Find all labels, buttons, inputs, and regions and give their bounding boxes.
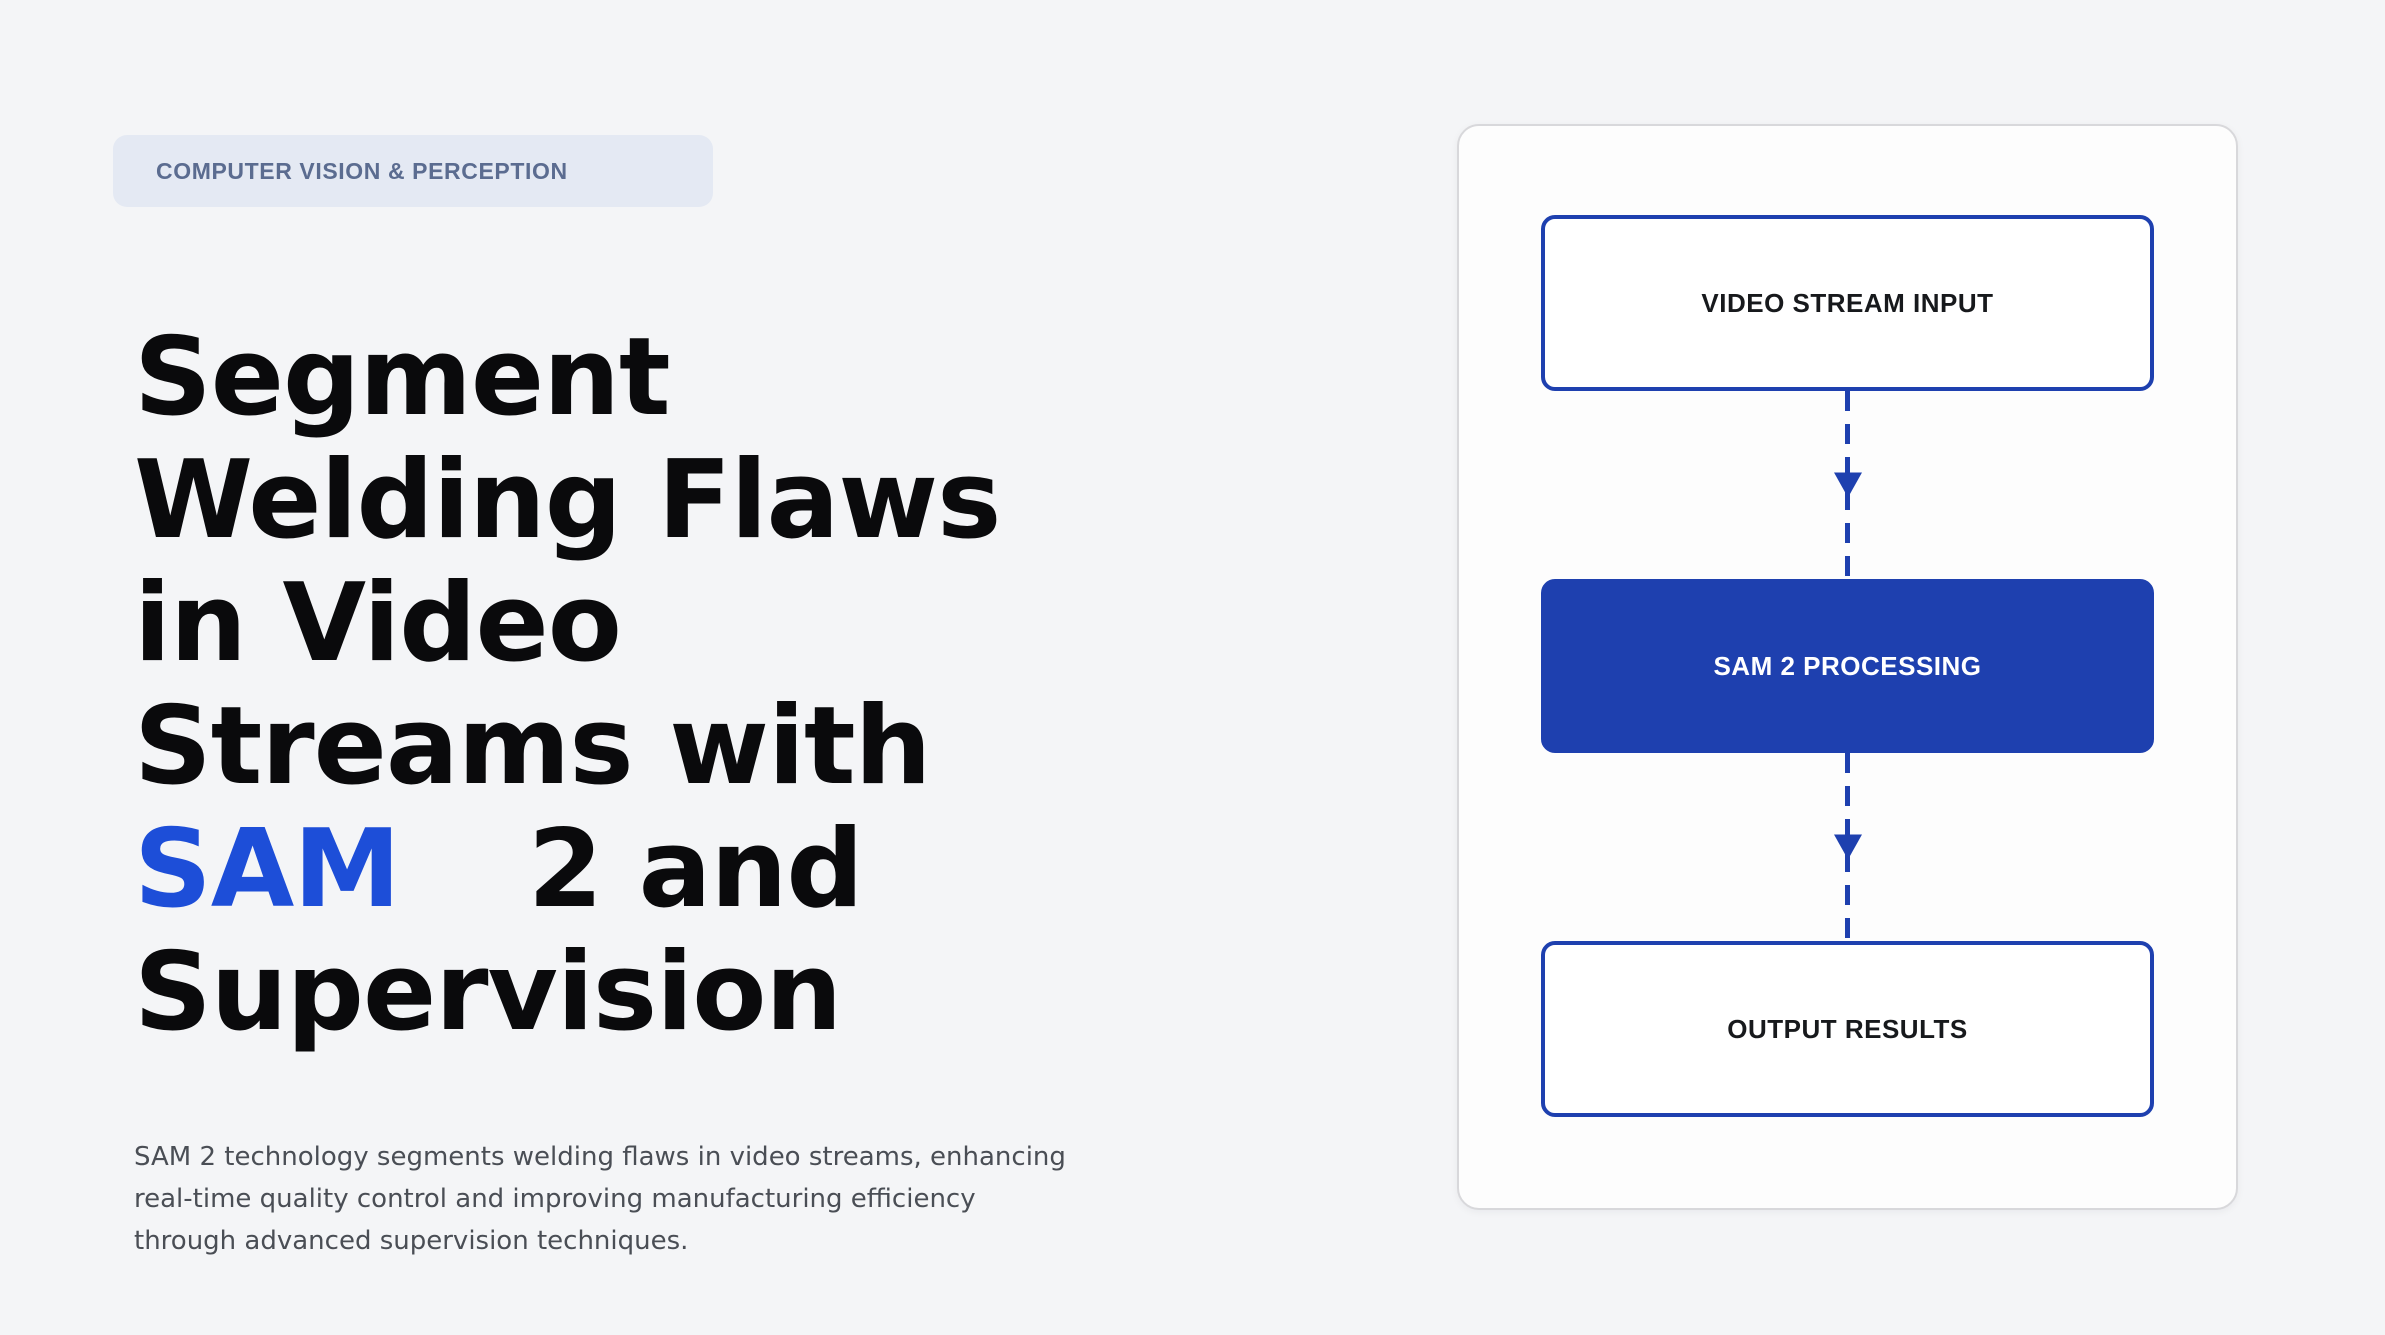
description: SAM 2 technology segments welding flaws …: [134, 1136, 1066, 1262]
title-line-1: Segment: [134, 315, 671, 440]
description-line-3: through advanced supervision techniques.: [134, 1226, 689, 1256]
arrow-down-icon: [1833, 834, 1862, 860]
page-title: Segment Welding Flaws in Video Streams w…: [134, 315, 1001, 1055]
description-line-1: SAM 2 technology segments welding flaws …: [134, 1142, 1066, 1172]
title-line-2: Welding Flaws: [134, 438, 1001, 563]
flow-connector-2: [1541, 753, 2154, 941]
category-badge-label: COMPUTER VISION & PERCEPTION: [156, 157, 568, 184]
flow-node-sam2-processing: SAM 2 PROCESSING: [1541, 579, 2154, 753]
title-line-3: in Video: [134, 561, 622, 686]
description-line-2: real-time quality control and improving …: [134, 1184, 976, 1214]
flow-node-output-results: OUTPUT RESULTS: [1541, 941, 2154, 1117]
title-line-5: SAM 2 and: [134, 808, 1000, 931]
title-highlight-sam: SAM: [134, 807, 401, 932]
category-badge: COMPUTER VISION & PERCEPTION: [113, 135, 713, 207]
title-line-4: Streams with: [134, 684, 932, 809]
flow-node-label: VIDEO STREAM INPUT: [1701, 287, 1994, 318]
flow-connector-1: [1541, 391, 2154, 579]
flow-node-label: OUTPUT RESULTS: [1727, 1013, 1968, 1044]
diagram-card: VIDEO STREAM INPUT SAM 2 PROCESSING OUTP…: [1457, 124, 2238, 1210]
flow-node-label: SAM 2 PROCESSING: [1713, 650, 1982, 681]
title-line-5-rest: 2 and: [527, 807, 864, 932]
title-line-6: Supervision: [134, 930, 842, 1055]
flow-node-video-stream-input: VIDEO STREAM INPUT: [1541, 215, 2154, 391]
arrow-down-icon: [1833, 472, 1862, 498]
